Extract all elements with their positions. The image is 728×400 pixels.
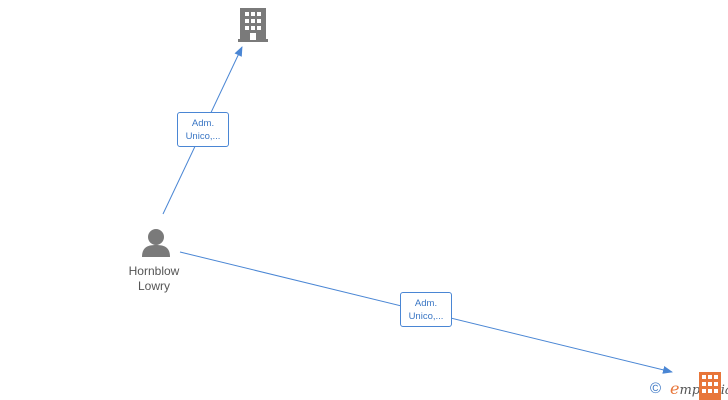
building-icon[interactable]: [238, 8, 268, 42]
edge-label-bottom[interactable]: Adm. Unico,...: [400, 292, 452, 327]
edge-label-top[interactable]: Adm. Unico,...: [177, 112, 229, 147]
building-icon: [699, 372, 721, 400]
empresia-watermark: © empresia: [650, 372, 728, 400]
copyright-symbol: ©: [650, 380, 662, 397]
person-name: Hornblow Lowry: [128, 264, 180, 293]
person-icon[interactable]: [142, 229, 170, 257]
